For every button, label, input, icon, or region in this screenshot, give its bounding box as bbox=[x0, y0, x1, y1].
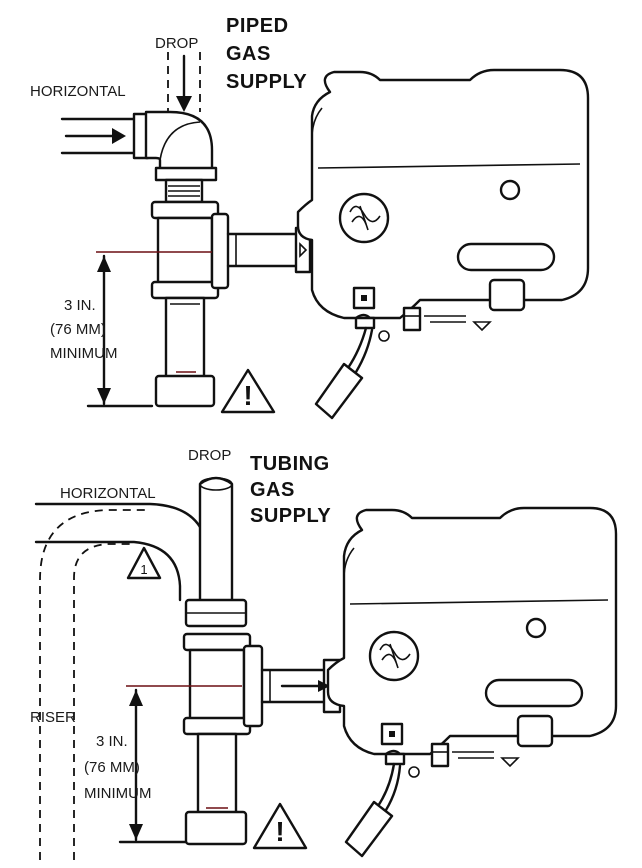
gas-valve-lower bbox=[326, 506, 618, 778]
dimension-arrow-top bbox=[86, 254, 154, 408]
note-marker-icon: 1 bbox=[126, 546, 162, 580]
dimension-label-1-lower: 3 IN. bbox=[96, 733, 128, 750]
pilot-sight-circle-lower bbox=[525, 617, 547, 639]
warning-icon-lower: ! bbox=[252, 802, 308, 850]
title-line-2: GAS bbox=[226, 43, 271, 65]
title-line-3: SUPPLY bbox=[226, 71, 307, 93]
label-drop-lower: DROP bbox=[188, 447, 231, 464]
dimension-label-1: 3 IN. bbox=[64, 297, 96, 314]
elbow-fitting bbox=[144, 110, 218, 182]
title-line-2-lower: GAS bbox=[250, 479, 295, 501]
label-horizontal-lower: HORIZONTAL bbox=[60, 485, 156, 502]
title-line-3-lower: SUPPLY bbox=[250, 505, 331, 527]
gas-valve bbox=[296, 68, 590, 342]
threaded-nipple bbox=[164, 178, 204, 204]
horizontal-tubing bbox=[34, 502, 210, 602]
label-drop: DROP bbox=[155, 35, 198, 52]
label-riser: RISER bbox=[30, 709, 76, 726]
label-horizontal: HORIZONTAL bbox=[30, 83, 126, 100]
title-line-1-lower: TUBING bbox=[250, 453, 330, 475]
top-panel: DROP HORIZONTAL PIPED GAS SUPPLY 3 IN. (… bbox=[30, 15, 590, 420]
status-window bbox=[456, 242, 556, 272]
riser-guides bbox=[39, 509, 150, 860]
branch-pipe bbox=[226, 226, 312, 274]
flow-arrow-drop bbox=[176, 54, 192, 112]
warning-symbol: ! bbox=[243, 380, 252, 411]
dimension-arrow-bottom bbox=[118, 688, 188, 844]
warning-symbol-lower: ! bbox=[275, 816, 284, 847]
sediment-trap-lower bbox=[184, 732, 248, 846]
tee-fitting-lower bbox=[182, 632, 264, 736]
note-marker-number: 1 bbox=[140, 562, 147, 577]
flow-arrow-horizontal bbox=[64, 128, 126, 144]
title-line-1: PIPED bbox=[226, 15, 289, 37]
dimension-label-3-lower: MINIMUM bbox=[84, 785, 152, 802]
dimension-label-2-lower: (76 MM) bbox=[84, 759, 140, 776]
pilot-sight-circle bbox=[499, 179, 521, 201]
sediment-trap bbox=[154, 296, 216, 408]
drop-tubing bbox=[198, 476, 234, 604]
thermocouple-lead-lower bbox=[344, 762, 402, 858]
bottom-panel: 1 DROP HORIZONTAL RISER TUBING GAS SUPPL… bbox=[30, 447, 618, 860]
dimension-label-2: (76 MM) bbox=[50, 321, 106, 338]
dimension-label-3: MINIMUM bbox=[50, 345, 118, 362]
drop-guides bbox=[167, 52, 201, 112]
status-window-lower bbox=[484, 678, 584, 708]
warning-icon: ! bbox=[220, 368, 276, 414]
thermocouple-lead bbox=[314, 326, 374, 420]
compression-nut bbox=[184, 598, 248, 628]
tee-fitting bbox=[150, 200, 230, 300]
